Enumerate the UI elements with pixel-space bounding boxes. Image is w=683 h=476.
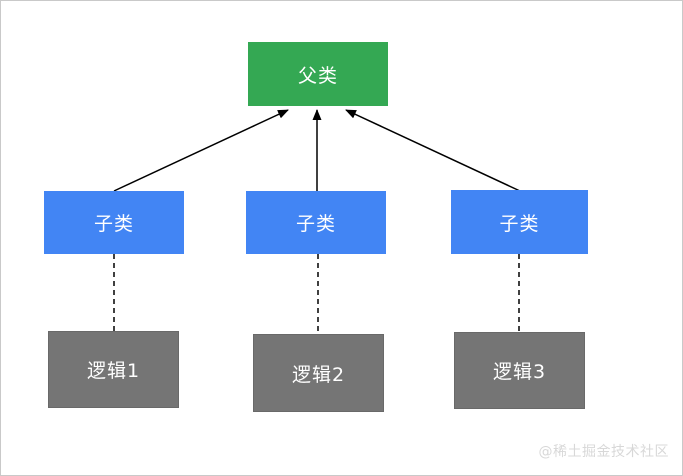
logic-label: 逻辑1	[86, 360, 141, 382]
logic-label: 逻辑2	[291, 363, 346, 386]
child-class-node-3: 子类	[451, 190, 588, 254]
child-class-node-2: 子类	[246, 191, 386, 254]
child-class-label: 子类	[499, 212, 540, 235]
parent-class-node: 父类	[248, 42, 388, 106]
logic-label: 逻辑3	[492, 361, 547, 383]
parent-class-label: 父类	[297, 64, 338, 87]
child-class-node-1: 子类	[44, 191, 184, 254]
inheritance-arrow-left	[113, 109, 289, 192]
logic-node-1: 逻辑1	[48, 331, 179, 408]
watermark: @稀土掘金技术社区	[538, 444, 669, 460]
child-class-label: 子类	[295, 213, 336, 235]
logic-node-2: 逻辑2	[253, 334, 384, 412]
inheritance-arrow-right	[345, 109, 521, 192]
child-class-label: 子类	[93, 213, 134, 235]
logic-node-3: 逻辑3	[454, 332, 585, 409]
